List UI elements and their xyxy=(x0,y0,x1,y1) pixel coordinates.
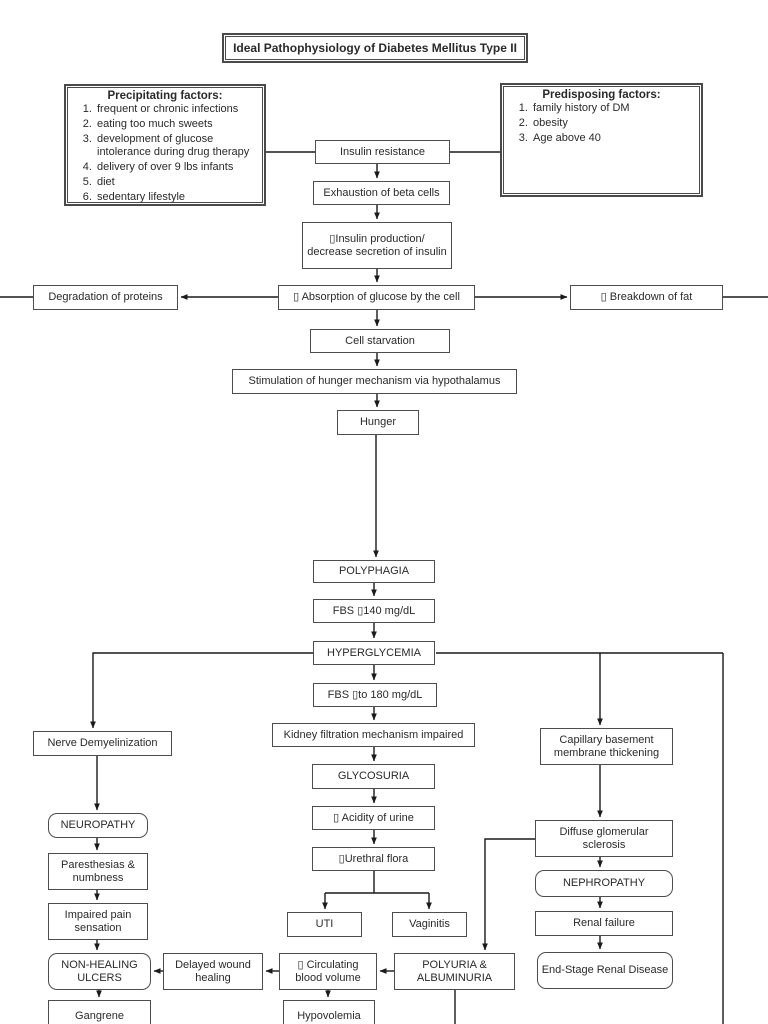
node-renal-failure: Renal failure xyxy=(535,911,673,936)
node-urethral-flora: ▯Urethral flora xyxy=(312,847,435,871)
node-polyuria-albuminuria: POLYURIA & ALBUMINURIA xyxy=(394,953,515,990)
node-hypovolemia: Hypovolemia xyxy=(283,1000,375,1024)
node-hunger: Hunger xyxy=(337,410,419,435)
precipitating-item: eating too much sweets xyxy=(95,118,260,132)
node-hyperglycemia: HYPERGLYCEMIA xyxy=(313,641,435,665)
node-nerve-demyelinization: Nerve Demyelinization xyxy=(33,731,172,756)
predisposing-item: obesity xyxy=(531,117,697,131)
node-insulin-resistance: Insulin resistance xyxy=(315,140,450,164)
connector-group-hyperglycemia-branches xyxy=(90,652,724,1024)
node-non-healing-ulcers: NON-HEALING ULCERS xyxy=(48,953,151,990)
precipitating-item: diet xyxy=(95,176,260,190)
node-delayed-wound-healing: Delayed wound healing xyxy=(163,953,263,990)
node-paresthesias-numbness: Paresthesias & numbness xyxy=(48,853,148,890)
connector-group-right-branch xyxy=(482,765,603,951)
node-uti: UTI xyxy=(287,912,362,937)
node-degradation-proteins: Degradation of proteins xyxy=(33,285,178,310)
predisposing-item: Age above 40 xyxy=(531,132,697,146)
node-cell-starvation: Cell starvation xyxy=(310,329,450,353)
node-kidney-filtration: Kidney filtration mechanism impaired xyxy=(272,723,475,747)
node-acidity-urine: ▯ Acidity of urine xyxy=(312,806,435,830)
node-diffuse-glomerular-sclerosis: Diffuse glomerular sclerosis xyxy=(535,820,673,857)
node-impaired-pain-sensation: Impaired pain sensation xyxy=(48,903,148,940)
connector-group-uti-split xyxy=(322,871,432,910)
node-polyphagia: POLYPHAGIA xyxy=(313,560,435,583)
node-circulating-blood-volume: ▯ Circulating blood volume xyxy=(279,953,377,990)
node-vaginitis: Vaginitis xyxy=(392,912,467,937)
connector-group-main-chain xyxy=(0,151,768,845)
predisposing-item: family history of DM xyxy=(531,102,697,116)
node-gangrene: Gangrene xyxy=(48,1000,151,1024)
precipitating-item: sedentary lifestyle xyxy=(95,191,260,205)
node-hunger-stimulation: Stimulation of hunger mechanism via hypo… xyxy=(232,369,517,394)
precipitating-factors-box: Precipitating factors: frequent or chron… xyxy=(64,84,266,206)
diagram-title: Ideal Pathophysiology of Diabetes Mellit… xyxy=(222,33,528,63)
node-end-stage-renal-disease: End-Stage Renal Disease xyxy=(537,952,673,989)
node-fbs-180: FBS ▯to 180 mg/dL xyxy=(313,683,437,707)
predisposing-factors-list: family history of DM obesity Age above 4… xyxy=(502,102,701,145)
connector-group-left-branch xyxy=(94,756,102,998)
node-nephropathy: NEPHROPATHY xyxy=(535,870,673,897)
predisposing-factors-heading: Predisposing factors: xyxy=(542,89,661,101)
precipitating-factors-list: frequent or chronic infections eating to… xyxy=(66,103,264,204)
connector-group-bottom-row xyxy=(153,968,456,1024)
node-glycosuria: GLYCOSURIA xyxy=(312,764,435,789)
node-fbs-140: FBS ▯140 mg/dL xyxy=(313,599,435,623)
node-absorption-glucose: ▯ Absorption of glucose by the cell xyxy=(278,285,475,310)
precipitating-factors-heading: Precipitating factors: xyxy=(107,90,223,102)
node-neuropathy: NEUROPATHY xyxy=(48,813,148,838)
node-breakdown-fat: ▯ Breakdown of fat xyxy=(570,285,723,310)
precipitating-item: frequent or chronic infections xyxy=(95,103,260,117)
predisposing-factors-box: Predisposing factors: family history of … xyxy=(500,83,703,197)
precipitating-item: development of glucose intolerance durin… xyxy=(95,133,260,161)
node-exhaustion-beta-cells: Exhaustion of beta cells xyxy=(313,181,450,205)
node-capillary-basement-thickening: Capillary basement membrane thickening xyxy=(540,728,673,765)
node-insulin-production: ▯Insulin production/ decrease secretion … xyxy=(302,222,452,269)
precipitating-item: delivery of over 9 lbs infants xyxy=(95,161,260,175)
